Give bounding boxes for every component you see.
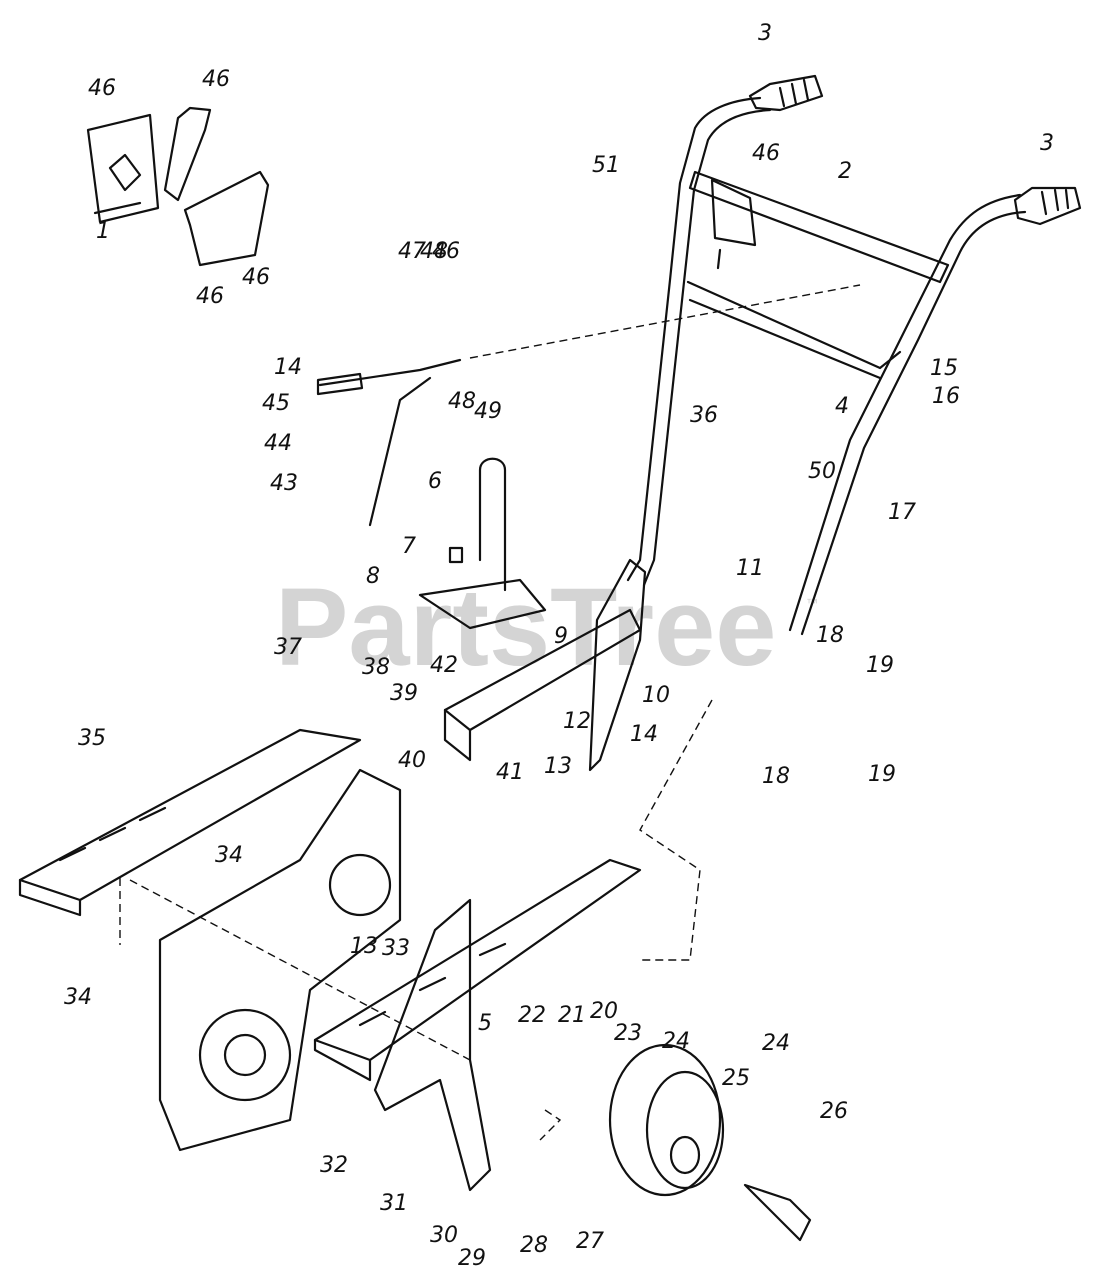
callout-20: 20 bbox=[590, 999, 618, 1024]
callout-46: 46 bbox=[752, 141, 780, 166]
callout-50: 50 bbox=[808, 459, 836, 484]
callout-1: 1 bbox=[96, 219, 110, 244]
callout-18: 18 bbox=[762, 764, 790, 789]
callout-34: 34 bbox=[64, 985, 92, 1010]
callout-40: 40 bbox=[398, 748, 426, 773]
callout-7: 7 bbox=[402, 534, 416, 559]
callout-47: 47 bbox=[398, 239, 426, 264]
callout-23: 23 bbox=[614, 1021, 642, 1046]
callout-6: 6 bbox=[428, 469, 442, 494]
frame-rail-right bbox=[313, 858, 642, 1082]
linkage-rods bbox=[316, 358, 462, 527]
wheel-bracket bbox=[373, 898, 492, 1192]
control-bracket-inset bbox=[86, 106, 270, 267]
callout-24: 24 bbox=[762, 1031, 790, 1056]
callout-44: 44 bbox=[264, 431, 292, 456]
callout-14: 14 bbox=[630, 722, 658, 747]
axle-bolt bbox=[743, 1183, 812, 1242]
callout-10: 10 bbox=[642, 683, 670, 708]
leader-lines bbox=[119, 284, 861, 1141]
handle-grip-right bbox=[1013, 186, 1082, 226]
callout-36: 36 bbox=[690, 403, 718, 428]
callout-18: 18 bbox=[816, 623, 844, 648]
callout-33: 33 bbox=[382, 936, 410, 961]
callout-25: 25 bbox=[722, 1066, 750, 1091]
callout-49: 49 bbox=[474, 399, 502, 424]
callout-13: 13 bbox=[544, 754, 572, 779]
callout-4: 4 bbox=[835, 394, 849, 419]
callout-48: 48 bbox=[420, 239, 448, 264]
callout-37: 37 bbox=[274, 635, 302, 660]
wheel bbox=[608, 1043, 725, 1197]
callout-21: 21 bbox=[558, 1003, 586, 1028]
callout-27: 27 bbox=[576, 1229, 604, 1254]
watermark: PartsTree bbox=[275, 566, 776, 689]
callout-26: 26 bbox=[820, 1099, 848, 1124]
callout-22: 22 bbox=[518, 1003, 546, 1028]
callout-39: 39 bbox=[390, 681, 418, 706]
callout-41: 41 bbox=[496, 760, 524, 785]
control-lever bbox=[710, 178, 757, 270]
gear-case bbox=[158, 768, 402, 1152]
handle-grip-left bbox=[748, 74, 824, 112]
callout-3: 3 bbox=[1040, 131, 1054, 156]
callout-11: 11 bbox=[736, 556, 764, 581]
callout-13: 13 bbox=[350, 934, 378, 959]
callout-16: 16 bbox=[932, 384, 960, 409]
callout-8: 8 bbox=[366, 564, 380, 589]
callout-24: 24 bbox=[662, 1029, 690, 1054]
callout-15: 15 bbox=[930, 356, 958, 381]
callout-30: 30 bbox=[430, 1223, 458, 1248]
depth-stake bbox=[418, 457, 547, 630]
callout-46: 46 bbox=[202, 67, 230, 92]
callout-46: 46 bbox=[196, 284, 224, 309]
callout-17: 17 bbox=[888, 500, 916, 525]
handle-assembly bbox=[588, 96, 1027, 772]
callout-layer: 1233456789101112131314141516171818191920… bbox=[64, 21, 1054, 1271]
callout-46: 46 bbox=[242, 265, 270, 290]
callout-31: 31 bbox=[380, 1191, 408, 1216]
callout-3: 3 bbox=[758, 21, 772, 46]
callout-48: 48 bbox=[448, 389, 476, 414]
callout-5: 5 bbox=[478, 1011, 492, 1036]
callout-46: 46 bbox=[88, 76, 116, 101]
callout-46: 46 bbox=[432, 239, 460, 264]
callout-42: 42 bbox=[430, 653, 458, 678]
callout-9: 9 bbox=[554, 624, 568, 649]
callout-19: 19 bbox=[868, 762, 896, 787]
callout-34: 34 bbox=[215, 843, 243, 868]
callout-38: 38 bbox=[362, 655, 390, 680]
callout-32: 32 bbox=[320, 1153, 348, 1178]
callout-51: 51 bbox=[592, 153, 620, 178]
callout-19: 19 bbox=[866, 653, 894, 678]
callout-2: 2 bbox=[838, 159, 852, 184]
callout-14: 14 bbox=[274, 355, 302, 380]
tow-bar-tube bbox=[443, 608, 642, 762]
frame-rail-left bbox=[18, 728, 362, 917]
callout-35: 35 bbox=[78, 726, 106, 751]
callout-12: 12 bbox=[563, 709, 591, 734]
callout-43: 43 bbox=[270, 471, 298, 496]
callout-29: 29 bbox=[458, 1246, 486, 1271]
callout-45: 45 bbox=[262, 391, 290, 416]
callout-28: 28 bbox=[520, 1233, 548, 1258]
